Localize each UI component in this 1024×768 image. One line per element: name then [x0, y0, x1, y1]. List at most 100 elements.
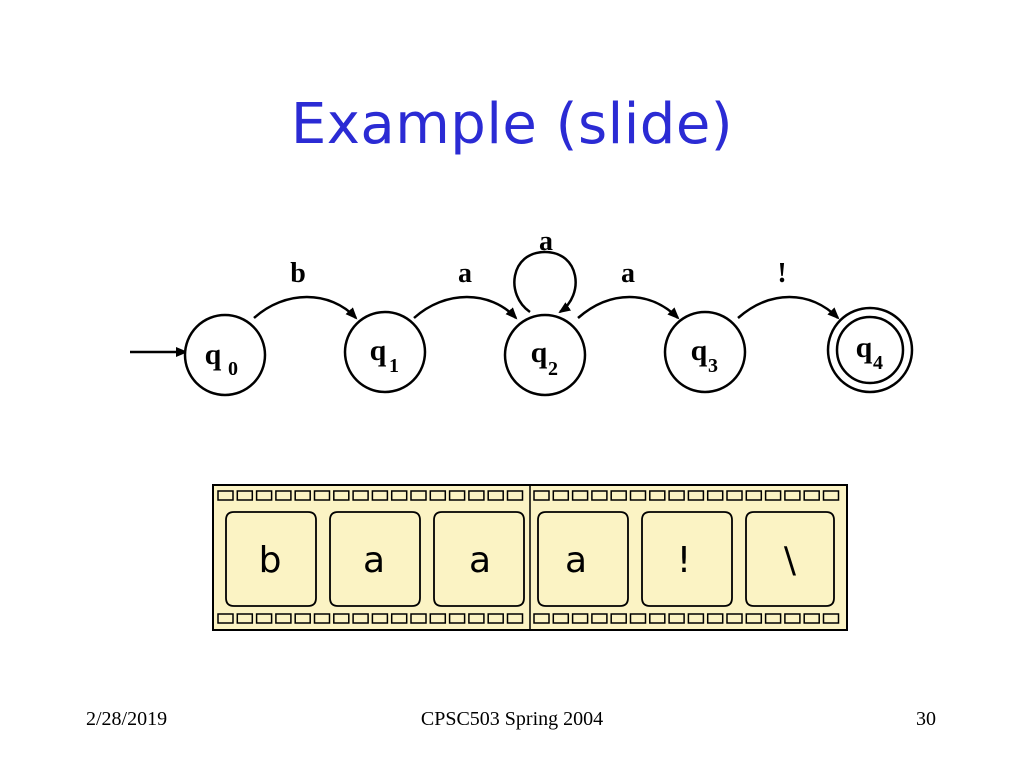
sprocket-hole — [726, 613, 743, 624]
sprocket-hole — [275, 613, 292, 624]
sprocket-hole — [294, 613, 311, 624]
transition-q2-q3 — [577, 295, 680, 320]
sprocket-hole — [410, 490, 427, 501]
tape-sprocket-row-bottom — [217, 613, 840, 624]
sprocket-hole — [629, 613, 647, 624]
sprocket-hole — [591, 490, 608, 501]
sprocket-hole — [706, 490, 724, 501]
sprocket-hole — [649, 613, 666, 624]
sprocket-hole — [313, 613, 331, 624]
state-name: q — [205, 338, 222, 371]
sprocket-hole — [506, 490, 524, 501]
state-name: q — [370, 334, 387, 367]
input-tape: b a a a ! \ — [212, 484, 848, 631]
sprocket-hole — [371, 490, 389, 501]
footer-date: 2/28/2019 — [86, 708, 168, 730]
sprocket-hole — [236, 490, 254, 501]
tape-symbol: b — [259, 540, 282, 581]
sprocket-hole — [275, 490, 292, 501]
tape-cell: a — [433, 511, 525, 607]
state-q2: q 2 — [503, 313, 587, 397]
transition-label-a: a — [621, 258, 635, 289]
sprocket-hole — [571, 490, 589, 501]
tape-symbol: a — [469, 540, 491, 581]
sprocket-hole — [706, 613, 724, 624]
sprocket-hole — [487, 490, 504, 501]
sprocket-hole — [333, 613, 350, 624]
state-subscript: 2 — [548, 358, 558, 380]
tape-symbol: \ — [784, 540, 797, 581]
tape-cell: \ — [745, 511, 835, 607]
sprocket-hole — [803, 613, 820, 624]
tape-symbol: ! — [677, 540, 691, 581]
transition-q1-q2 — [413, 295, 518, 320]
sprocket-hole — [822, 613, 840, 624]
sprocket-hole — [726, 490, 743, 501]
transition-q0-q1 — [253, 295, 358, 320]
transition-q3-q4 — [737, 295, 840, 320]
tape-cell: ! — [641, 511, 733, 607]
tape-sprocket-row-top — [217, 490, 840, 501]
sprocket-hole — [784, 490, 801, 501]
sprocket-hole — [255, 490, 273, 501]
sprocket-hole — [468, 613, 485, 624]
sprocket-hole — [610, 490, 627, 501]
transition-label-bang: ! — [777, 258, 786, 289]
sprocket-hole — [333, 490, 350, 501]
sprocket-hole — [552, 613, 570, 624]
state-subscript: 1 — [389, 355, 399, 377]
state-name: q — [856, 331, 873, 364]
sprocket-hole — [803, 490, 820, 501]
sprocket-hole — [371, 613, 389, 624]
state-name: q — [531, 336, 548, 369]
sprocket-hole — [448, 490, 466, 501]
sprocket-hole — [506, 613, 524, 624]
slide-title: Example (slide) — [290, 92, 734, 157]
sprocket-hole — [217, 613, 234, 624]
sprocket-hole — [687, 613, 705, 624]
sprocket-hole — [571, 613, 589, 624]
footer-course: CPSC503 Spring 2004 — [420, 708, 604, 730]
sprocket-hole — [668, 613, 685, 624]
sprocket-hole — [352, 613, 369, 624]
sprocket-hole — [745, 613, 763, 624]
sprocket-hole — [217, 490, 234, 501]
state-q4-accepting: q 4 — [826, 306, 914, 394]
state-name: q — [691, 334, 708, 367]
sprocket-hole — [294, 490, 311, 501]
sprocket-hole — [552, 490, 570, 501]
state-subscript: 4 — [873, 352, 883, 374]
transition-label-a: a — [458, 258, 472, 289]
sprocket-hole — [255, 613, 273, 624]
sprocket-hole — [448, 613, 466, 624]
tape-cell: b — [225, 511, 317, 607]
sprocket-hole — [390, 613, 408, 624]
state-subscript: 0 — [228, 358, 238, 380]
sprocket-hole — [764, 613, 782, 624]
sprocket-hole — [429, 613, 447, 624]
state-q1: q 1 — [343, 310, 427, 394]
state-q3: q 3 — [663, 310, 747, 394]
tape-symbol: a — [363, 540, 385, 581]
transition-q2-q2-loop — [513, 250, 577, 314]
sprocket-hole — [668, 490, 685, 501]
footer-page-number: 30 — [916, 708, 936, 730]
sprocket-hole — [764, 490, 782, 501]
sprocket-hole — [313, 490, 331, 501]
state-subscript: 3 — [708, 355, 718, 377]
sprocket-hole — [236, 613, 254, 624]
sprocket-hole — [468, 490, 485, 501]
sprocket-hole — [610, 613, 627, 624]
state-q0: q 0 — [183, 313, 267, 397]
sprocket-hole — [533, 490, 550, 501]
sprocket-hole — [533, 613, 550, 624]
tape-cell: a — [329, 511, 421, 607]
transition-label-loop-a: a — [539, 226, 553, 257]
sprocket-hole — [352, 490, 369, 501]
tape-cell: a — [537, 511, 629, 607]
sprocket-hole — [390, 490, 408, 501]
sprocket-hole — [591, 613, 608, 624]
sprocket-hole — [745, 490, 763, 501]
sprocket-hole — [429, 490, 447, 501]
